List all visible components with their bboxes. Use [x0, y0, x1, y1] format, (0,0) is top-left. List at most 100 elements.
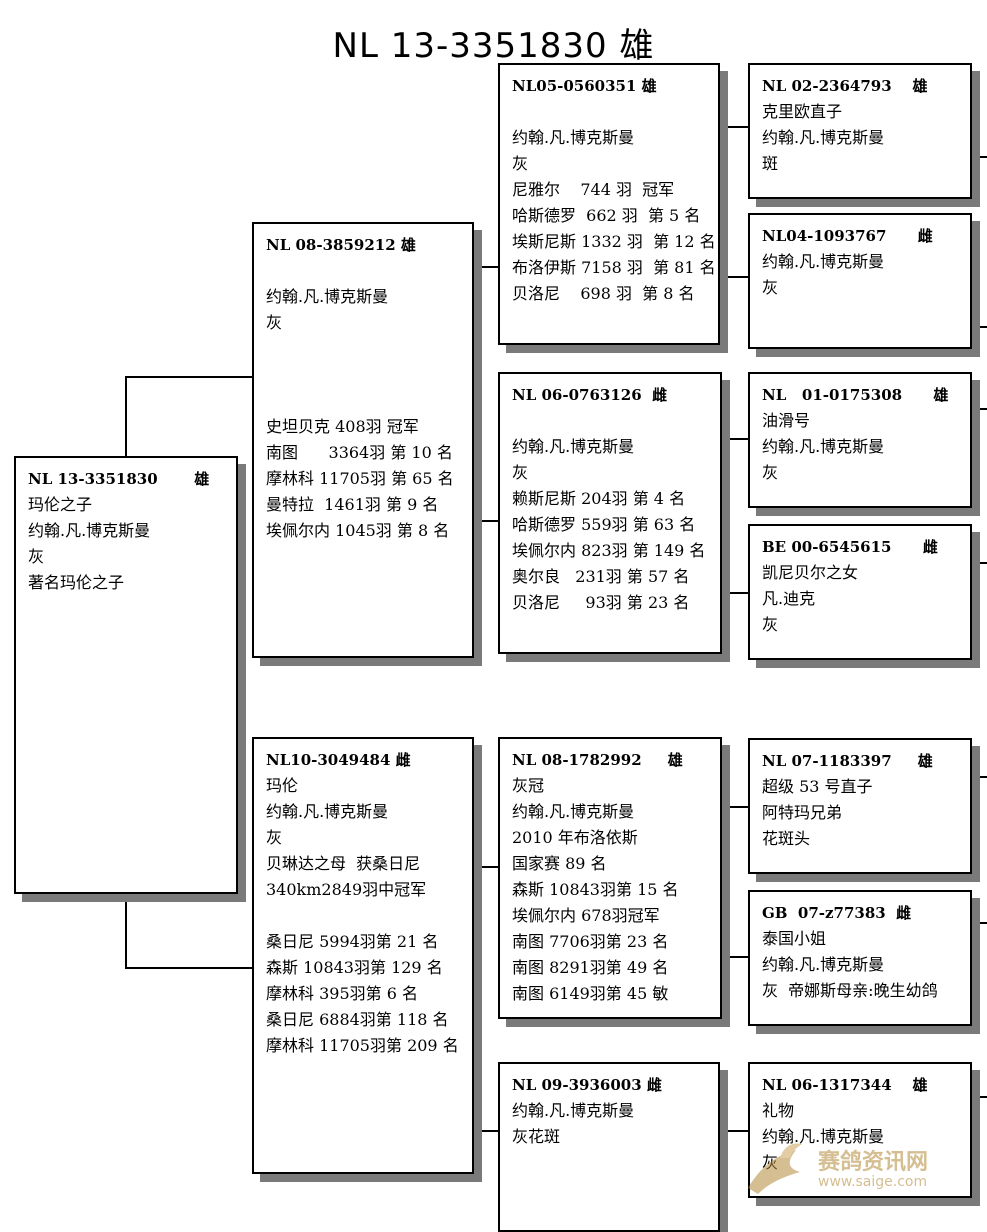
card-line: 花斑头: [762, 829, 811, 848]
card-header: GB 07-z77383 雌: [762, 904, 912, 922]
dam-dam-card: NL 09-3936003 雌约翰.凡.博克斯曼灰花斑: [498, 1062, 720, 1232]
connector-ss-to-sss: [719, 126, 749, 128]
card-line: 约翰.凡.博克斯曼: [512, 128, 635, 147]
card-line: 曼特拉 1461羽 第 9 名: [266, 495, 439, 514]
card-line: 埃佩尔内 1045羽 第 8 名: [266, 521, 450, 540]
card-header: NL05-0560351 雄: [512, 77, 657, 95]
card-line: 南图 8291羽第 49 名: [512, 958, 669, 977]
connector-subject-vertical: [125, 376, 127, 456]
card-line: [266, 258, 462, 284]
card-line: 克里欧直子: [762, 102, 843, 121]
card-line: [512, 408, 710, 434]
sd-sire-card: NL 01-0175308 雄油滑号约翰.凡.博克斯曼灰: [748, 372, 972, 508]
subject-card: NL 13-3351830 雄玛伦之子约翰.凡.博克斯曼灰著名玛伦之子: [14, 456, 238, 894]
connector-subject-to-dam: [125, 967, 253, 969]
card-line: 布洛伊斯 7158 羽 第 81 名: [512, 258, 716, 277]
card-line: 埃佩尔内 678羽冠军: [512, 906, 660, 925]
card-line: 哈斯德罗 559羽 第 63 名: [512, 515, 696, 534]
card-line: 超级 53 号直子: [762, 777, 873, 796]
watermark-name: 赛鸽资讯网: [818, 1150, 929, 1175]
card-line: [266, 388, 462, 414]
card-line: 灰冠: [512, 776, 545, 795]
card-line: 灰 帝娜斯母亲:晚生幼鸽: [762, 981, 938, 1000]
card-line: 约翰.凡.博克斯曼: [512, 802, 635, 821]
card-header: NL 09-3936003 雌: [512, 1076, 662, 1094]
card-line: 阿特玛兄弟: [762, 803, 843, 822]
card-line: 森斯 10843羽第 129 名: [266, 958, 443, 977]
card-header: NL04-1093767 雌: [762, 227, 933, 245]
card-line: 奥尔良 231羽 第 57 名: [512, 567, 690, 586]
card-line: 埃斯尼斯 1332 羽 第 12 名: [512, 232, 716, 251]
connector-dam-to-ds: [473, 866, 499, 868]
card-line: 南图 3364羽 第 10 名: [266, 443, 453, 462]
card-line: 约翰.凡.博克斯曼: [512, 1101, 635, 1120]
connector-sdd-right: [971, 562, 987, 564]
card-line: 约翰.凡.博克斯曼: [762, 128, 885, 147]
card-line: 灰花斑: [512, 1127, 561, 1146]
connector-sds-right: [971, 408, 987, 410]
card-header: NL 06-0763126 雌: [512, 386, 668, 404]
card-line: 灰: [762, 278, 779, 297]
sd-dam-card: BE 00-6545615 雌凯尼贝尔之女凡.迪克灰: [748, 524, 972, 660]
card-header: NL 08-1782992 雄: [512, 751, 683, 769]
card-line: 约翰.凡.博克斯曼: [266, 802, 389, 821]
card-line: 哈斯德罗 662 羽 第 5 名: [512, 206, 701, 225]
card-line: 贝琳达之母 获桑日尼: [266, 854, 421, 873]
connector-dd-to-dds: [719, 1130, 749, 1132]
card-line: 灰: [762, 615, 779, 634]
connector-ssd-right: [971, 326, 987, 328]
card-line: 斑: [762, 154, 779, 173]
card-line: [266, 362, 462, 388]
card-line: 340km2849羽中冠军: [266, 880, 427, 899]
card-line: 凯尼贝尔之女: [762, 563, 859, 582]
connector-sd-to-sdd: [721, 592, 749, 594]
card-line: 礼物: [762, 1101, 795, 1120]
card-line: 玛伦: [266, 776, 299, 795]
card-line: 约翰.凡.博克斯曼: [28, 521, 151, 540]
pedigree-title: NL 13-3351830 雄: [332, 26, 655, 66]
ss-sire-card: NL 02-2364793 雄克里欧直子约翰.凡.博克斯曼斑: [748, 63, 972, 199]
connector-sd-to-sds: [721, 438, 749, 440]
card-line: 贝洛尼 698 羽 第 8 名: [512, 284, 695, 303]
card-line: 凡.迪克: [762, 589, 816, 608]
card-line: 南图 7706羽第 23 名: [512, 932, 669, 951]
card-line: 灰: [28, 547, 45, 566]
card-header: NL 07-1183397 雄: [762, 752, 933, 770]
card-header: NL 13-3351830 雄: [28, 470, 210, 488]
watermark-url: www.saige.com: [818, 1174, 928, 1190]
pigeon-logo-icon: [748, 1143, 802, 1194]
card-line: 玛伦之子: [28, 495, 93, 514]
card-header: BE 00-6545615 雌: [762, 538, 938, 556]
card-line: 桑日尼 5994羽第 21 名: [266, 932, 439, 951]
connector-ds-to-dss: [721, 806, 749, 808]
connector-sss-right: [971, 156, 987, 158]
watermark: 赛鸽资讯网 www.saige.com: [740, 1138, 985, 1200]
card-line: [512, 99, 708, 125]
card-line: [266, 903, 462, 929]
card-line: 灰: [512, 463, 529, 482]
card-line: 尼雅尔 744 羽 冠军: [512, 180, 675, 199]
card-line: 灰: [512, 154, 529, 173]
card-header: NL 08-3859212 雄: [266, 236, 416, 254]
card-line: 约翰.凡.博克斯曼: [762, 955, 885, 974]
card-line: 史坦贝克 408羽 冠军: [266, 417, 419, 436]
card-line: 灰: [762, 463, 779, 482]
connector-subject-to-sire: [125, 376, 253, 378]
sire-dam-card: NL 06-0763126 雌约翰.凡.博克斯曼灰赖斯尼斯 204羽 第 4 名…: [498, 372, 722, 654]
card-line: 摩林科 395羽第 6 名: [266, 984, 418, 1003]
card-line: 埃佩尔内 823羽 第 149 名: [512, 541, 706, 560]
card-line: 摩林科 11705羽第 209 名: [266, 1036, 459, 1055]
connector-dss-right: [971, 776, 987, 778]
card-line: 赖斯尼斯 204羽 第 4 名: [512, 489, 686, 508]
card-line: 森斯 10843羽第 15 名: [512, 880, 679, 899]
connector-dam-to-dd: [473, 1130, 499, 1132]
card-line: 泰国小姐: [762, 929, 827, 948]
connector-subject-vertical-lower: [125, 892, 127, 968]
card-line: 约翰.凡.博克斯曼: [762, 252, 885, 271]
sire-card: NL 08-3859212 雄约翰.凡.博克斯曼灰史坦贝克 408羽 冠军南图 …: [252, 222, 474, 658]
card-line: 灰: [266, 828, 283, 847]
card-line: 约翰.凡.博克斯曼: [762, 1127, 885, 1146]
sire-sire-card: NL05-0560351 雄约翰.凡.博克斯曼灰尼雅尔 744 羽 冠军哈斯德罗…: [498, 63, 720, 345]
